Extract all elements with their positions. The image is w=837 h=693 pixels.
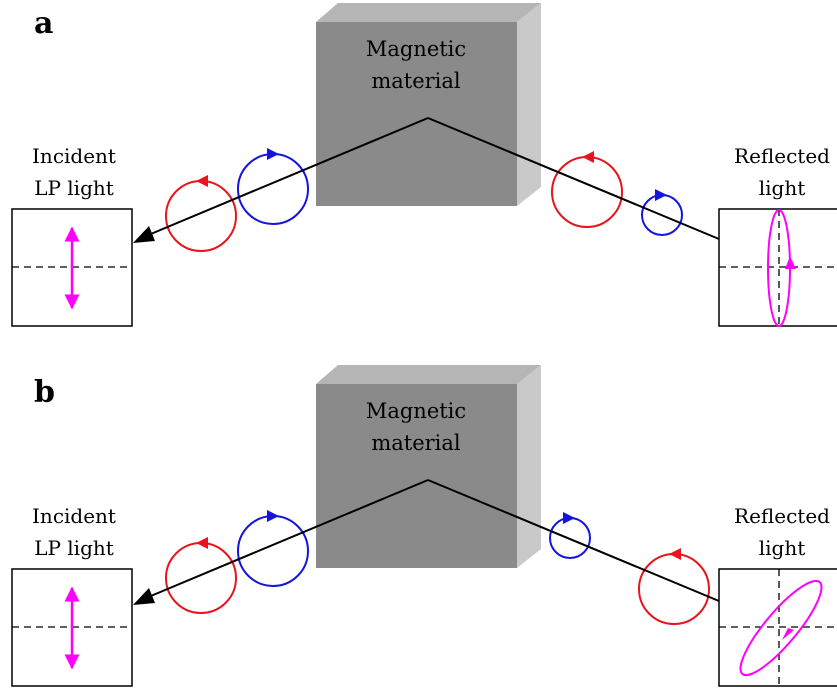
lcp-arrowhead [655,189,667,201]
beam-arrowhead [133,226,155,243]
magnetic-block-b: Magnetic material [316,365,541,568]
block-label-line1: Magnetic [366,37,466,61]
reflected-beam [427,117,720,240]
block-label-line2: material [371,69,461,93]
block-label-line1: Magnetic [366,399,466,423]
block-side-face [517,365,541,568]
polarization-ellipse [739,579,823,677]
beam-arrowhead [133,588,155,605]
rcp-circle-incident [165,542,237,614]
incident-label-line2: LP light [34,176,114,200]
block-front-face [316,22,517,206]
lcp-circle-incident [237,153,309,225]
rcp-circle-reflected [551,156,623,228]
lcp-arrowhead [267,148,279,160]
magnetic-block-a: Magnetic material [316,3,541,206]
incident-polarization-box-b [11,568,133,687]
rcp-arrowhead [582,151,594,163]
incident-label-line1: Incident [32,504,116,528]
panel-letter-b: b [34,375,55,410]
block-side-face [517,3,541,206]
incident-beam [145,479,429,599]
incident-label-line1: Incident [32,144,116,168]
lcp-arrowhead [267,510,279,522]
incident-polarization-box-a [11,208,133,327]
rcp-circle-reflected [638,553,710,625]
ellipse-arrowhead [782,628,794,640]
reflected-label-line1: Reflected [734,144,830,168]
rcp-arrowhead [196,175,208,187]
lcp-arrowhead [563,512,575,524]
reflected-polarization-box-b [718,568,837,687]
panel-letter-a: a [34,6,53,41]
incident-label-line2: LP light [34,536,114,560]
rcp-arrowhead [196,537,208,549]
reflected-label-line1: Reflected [734,504,830,528]
rcp-circle-incident [165,180,237,252]
block-top-face [316,3,541,22]
block-top-face [316,365,541,384]
reflected-beam [427,479,720,602]
block-front-face [316,384,517,568]
ellipse-arrowhead [785,256,796,269]
incident-beam [145,117,429,237]
reflected-label-line2: light [759,536,806,560]
lcp-circle-incident [237,515,309,587]
rcp-arrowhead [669,548,681,560]
reflected-polarization-box-a [718,208,837,327]
reflected-label-line2: light [759,176,806,200]
block-label-line2: material [371,431,461,455]
panel-a: a Magnetic material Incident LP light [11,3,837,327]
panel-b: b Magnetic material Incident LP light [11,365,837,687]
